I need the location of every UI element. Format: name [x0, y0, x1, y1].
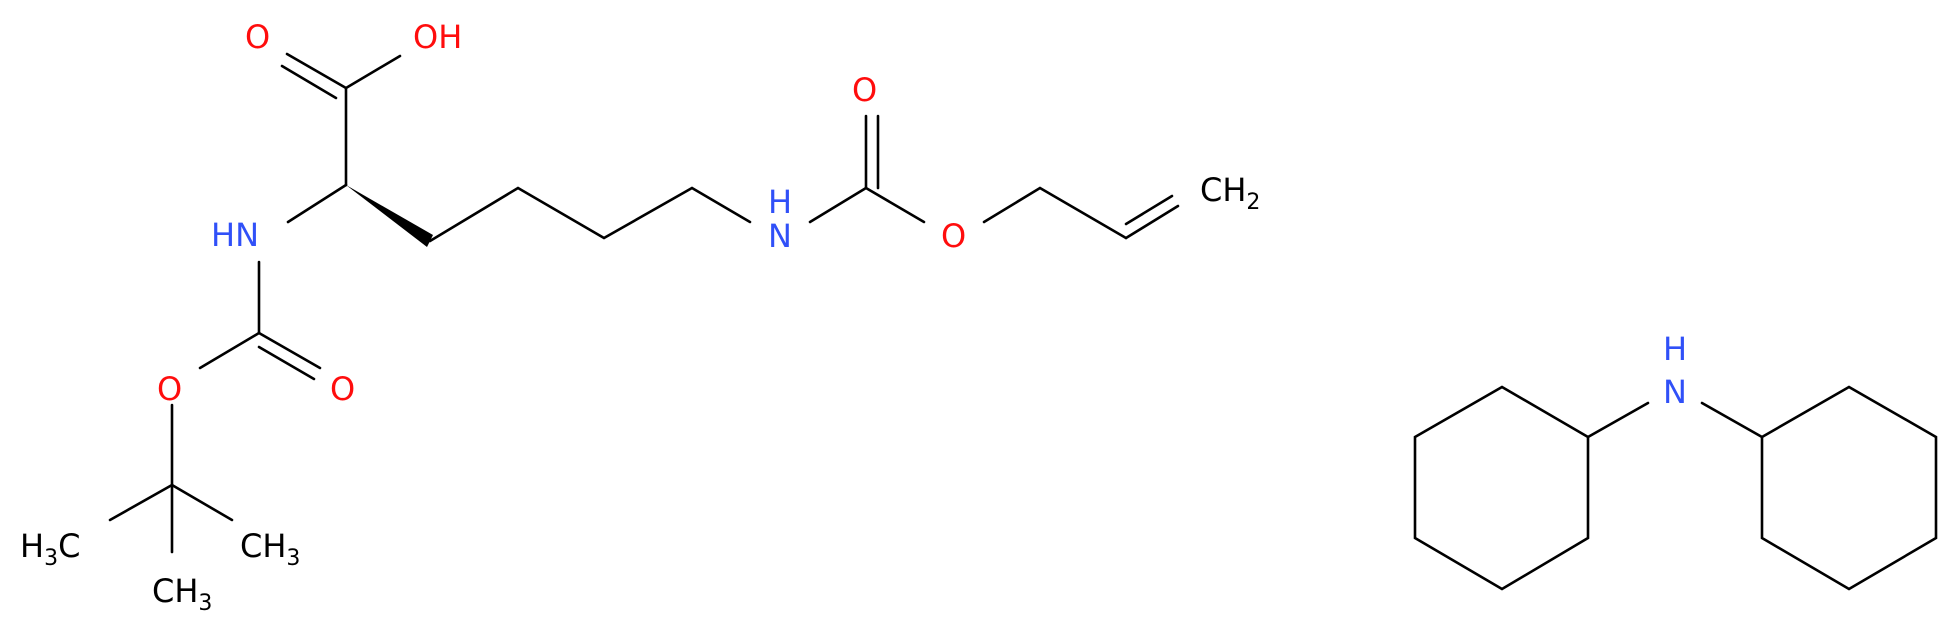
bond-boc-carbonyl-double-b [257, 345, 316, 381]
atom-boc-o-ester: O [157, 370, 182, 408]
bond-tbu-left-methyl [108, 483, 174, 522]
atom-alpha-nh: HN [211, 216, 259, 254]
atom-eps-nh-h: H [768, 183, 792, 221]
atom-alloc-o-double: O [852, 71, 877, 109]
atom-boc-o-double: O [330, 370, 355, 408]
atom-tbu-methyl-bottom: CH3 [152, 572, 212, 616]
atom-eps-n: N [768, 217, 792, 255]
bond-carboxyl-double-o-b [280, 64, 338, 100]
ring-cyclohexyl-left [1413, 385, 1590, 591]
bond-allyl-chain [982, 186, 1128, 240]
atom-vinyl-ch2: CH2 [1200, 171, 1260, 215]
bond-amine-left [1586, 401, 1650, 439]
bond-boc-carbonyl-to-o [198, 331, 261, 370]
boc-lys-alloc-molecule: O OH HN O O H3C CH3 CH3 H N O O CH2 [20, 18, 1260, 616]
dicyclohexylamine-molecule: H N [1413, 330, 1938, 591]
bond-tbu-right-methyl [170, 483, 234, 522]
bond-carboxyl-double-o-a [285, 52, 348, 90]
atom-tbu-methyl-right: CH3 [240, 527, 300, 571]
bond-boc-carbonyl-double-a [257, 331, 322, 370]
bond-vinyl-double-a [1124, 204, 1180, 240]
atom-amine-n: N [1663, 373, 1687, 411]
bond-amine-right [1700, 401, 1764, 439]
atom-acid-o-double: O [245, 18, 270, 56]
bond-alpha-to-nh [286, 183, 348, 224]
atom-acid-oh: OH [413, 18, 462, 56]
bond-alloc-carbonyl-to-o [864, 186, 926, 224]
atom-alloc-o-ester: O [941, 217, 966, 255]
bond-vinyl-double-b [1124, 194, 1174, 226]
atom-amine-h: H [1663, 330, 1687, 368]
bond-sidechain-chain [428, 186, 752, 243]
atom-tbu-methyl-left: H3C [20, 527, 80, 571]
bond-carboxyl-oh [344, 54, 402, 90]
ring-cyclohexyl-right [1760, 385, 1938, 591]
bond-eps-n-to-carbonyl [808, 186, 868, 224]
wedge-bond-alpha-to-sidechain [346, 185, 433, 247]
